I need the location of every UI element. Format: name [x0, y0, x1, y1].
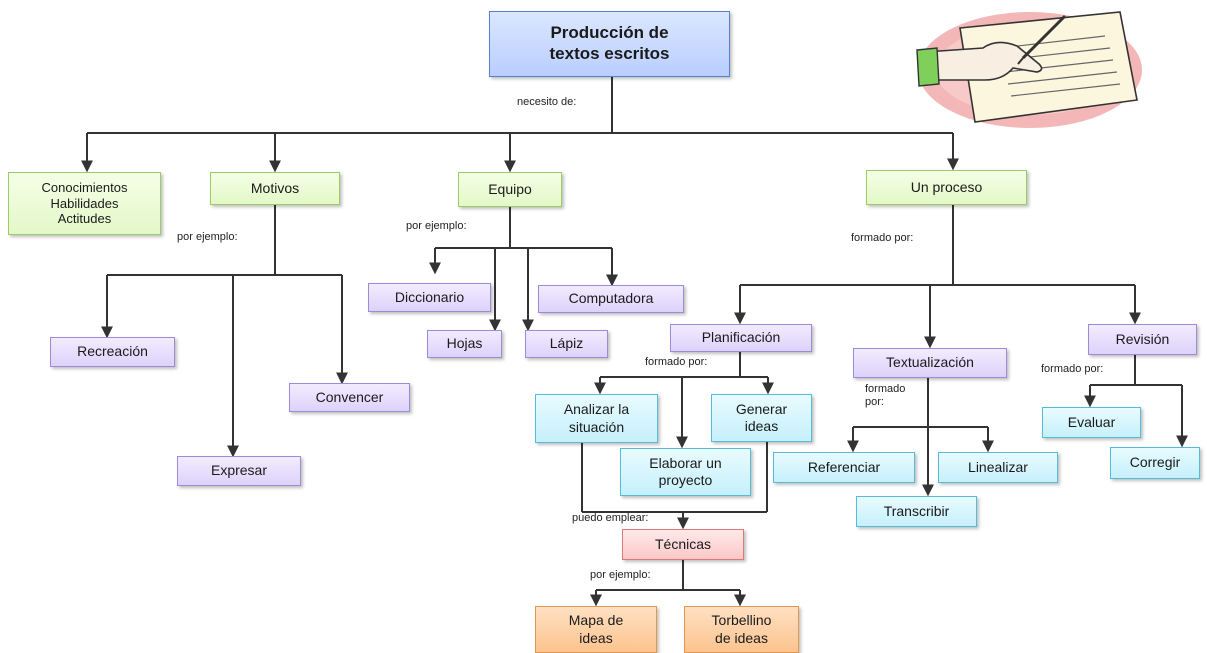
- equipo-node: Equipo: [458, 172, 562, 207]
- linealizar-node: Linealizar: [938, 452, 1058, 483]
- hand-writing-on-paper-icon: [916, 11, 1142, 128]
- revision-node: Revisión: [1088, 324, 1197, 355]
- label-motivos-por-ejemplo: por ejemplo:: [177, 231, 238, 243]
- motivos-node: Motivos: [210, 172, 340, 205]
- analizar-node: Analizar la situación: [535, 394, 658, 443]
- transcribir-node: Transcribir: [856, 496, 977, 527]
- referenciar-node: Referenciar: [773, 452, 915, 483]
- hojas-node: Hojas: [427, 330, 502, 358]
- conocimientos-node: Conocimientos Habilidades Actitudes: [8, 172, 161, 235]
- label-puedo-emplear: puedo emplear:: [572, 512, 649, 524]
- label-revision-formado-por: formado por:: [1041, 363, 1104, 375]
- mapa-de-ideas-node: Mapa de ideas: [535, 606, 657, 653]
- un-proceso-node: Un proceso: [866, 170, 1027, 205]
- label-tecnicas-por-ejemplo: por ejemplo:: [590, 569, 651, 581]
- label-proceso-formado-por: formado por:: [851, 232, 914, 244]
- diccionario-node: Diccionario: [368, 283, 491, 312]
- corregir-node: Corregir: [1110, 447, 1200, 479]
- textualizacion-node: Textualización: [853, 348, 1007, 378]
- recreacion-node: Recreación: [50, 337, 175, 367]
- elaborar-node: Elaborar un proyecto: [620, 448, 751, 496]
- lapiz-node: Lápiz: [525, 330, 608, 358]
- tecnicas-node: Técnicas: [622, 529, 744, 560]
- main-title-node: Producción de textos escritos: [489, 11, 730, 77]
- torbellino-de-ideas-node: Torbellino de ideas: [684, 606, 799, 653]
- convencer-node: Convencer: [289, 383, 410, 412]
- label-necesito-de: necesito de:: [517, 96, 577, 108]
- computadora-node: Computadora: [538, 285, 684, 313]
- expresar-node: Expresar: [177, 456, 301, 486]
- generar-node: Generar ideas: [711, 394, 812, 442]
- label-textualizacion-formado-por: formado por:: [865, 383, 906, 409]
- label-planificacion-formado-por: formado por:: [645, 356, 708, 368]
- planificacion-node: Planificación: [670, 324, 812, 352]
- label-equipo-por-ejemplo: por ejemplo:: [406, 220, 467, 232]
- evaluar-node: Evaluar: [1042, 407, 1141, 438]
